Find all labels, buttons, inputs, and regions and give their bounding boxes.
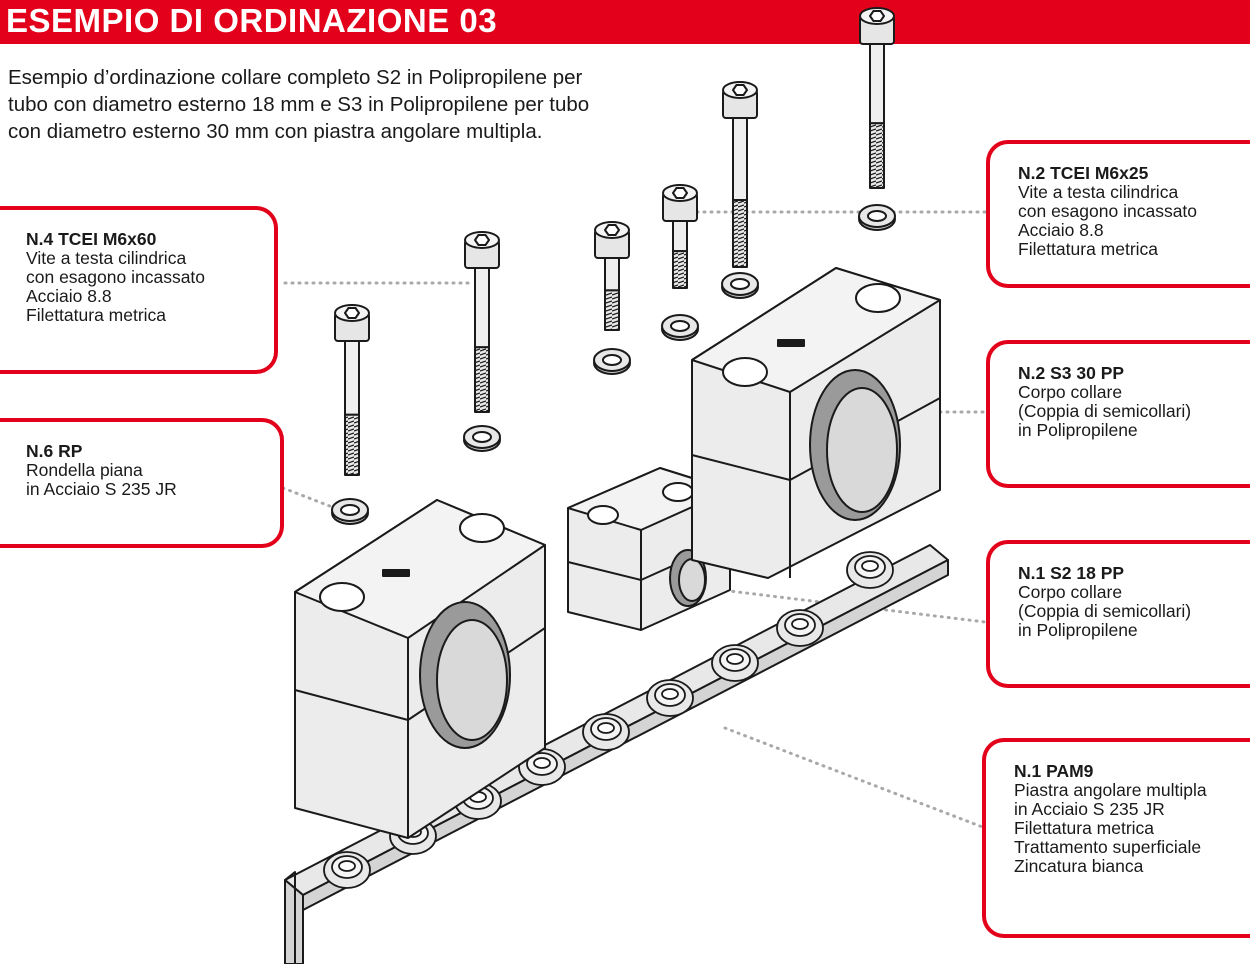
bolt	[334, 304, 370, 477]
callout-line: Acciaio 8.8	[1018, 220, 1104, 240]
callout-pam9: N.1 PAM9 Piastra angolare multipla in Ac…	[982, 738, 1250, 938]
callout-title: N.2 S3 30 PP	[1018, 363, 1125, 383]
callout-line: Zincatura bianca	[1014, 856, 1144, 876]
callout-line: con esagono incassato	[26, 267, 206, 287]
callout-line: Vite a testa cilindrica	[26, 248, 187, 268]
callout-line: in Acciaio S 235 JR	[26, 479, 177, 499]
callout-s2-18-pp: N.1 S2 18 PP Corpo collare (Coppia di se…	[986, 540, 1250, 688]
washer	[721, 272, 759, 299]
bolts-and-washers	[331, 7, 896, 525]
callout-line: Rondella piana	[26, 460, 143, 480]
callout-line: Filettatura metrica	[1014, 818, 1155, 838]
callout-tcei-m6x25: N.2 TCEI M6x25 Vite a testa cilindrica c…	[986, 140, 1250, 288]
plate-nut	[711, 644, 759, 682]
callout-line: Corpo collare	[1018, 382, 1123, 402]
intro-line: con diametro esterno 30 mm con piastra a…	[8, 120, 543, 143]
intro-line: tubo con diametro esterno 18 mm e S3 in …	[8, 93, 590, 116]
header-bar: ESEMPIO DI ORDINAZIONE 03	[0, 0, 1250, 44]
callout-line: in Polipropilene	[1018, 420, 1138, 440]
callout-title: N.6 RP	[26, 441, 83, 461]
callout-line: con esagono incassato	[1018, 201, 1198, 221]
bolt	[722, 81, 758, 268]
leader-pam9	[723, 726, 987, 830]
callout-line: Corpo collare	[1018, 582, 1123, 602]
callout-title: N.2 TCEI M6x25	[1018, 163, 1149, 183]
washer	[331, 498, 369, 525]
callout-title: N.1 PAM9	[1014, 761, 1094, 781]
bolt	[859, 7, 895, 189]
callout-line: Trattamento superficiale	[1014, 837, 1202, 857]
bolt	[464, 231, 500, 414]
callout-title: N.4 TCEI M6x60	[26, 229, 157, 249]
plate-nut	[323, 851, 371, 889]
intro-line: Esempio d’ordinazione collare completo S…	[8, 66, 583, 89]
callout-line: Piastra angolare multipla	[1014, 780, 1207, 800]
callout-line: (Coppia di semicollari)	[1018, 401, 1192, 421]
washer	[661, 314, 699, 341]
callout-s3-30-pp: N.2 S3 30 PP Corpo collare (Coppia di se…	[986, 340, 1250, 488]
callout-title: N.1 S2 18 PP	[1018, 563, 1125, 583]
callout-line: Vite a testa cilindrica	[1018, 182, 1179, 202]
callout-line: Filettatura metrica	[26, 305, 167, 325]
callout-line: (Coppia di semicollari)	[1018, 601, 1192, 621]
callout-line: Filettatura metrica	[1018, 239, 1159, 259]
washer	[463, 425, 501, 452]
intro-text: Esempio d’ordinazione collare completo S…	[8, 64, 668, 145]
clamp-s2	[567, 467, 731, 631]
callout-tcei-m6x60: N.4 TCEI M6x60 Vite a testa cilindrica c…	[0, 206, 278, 374]
callout-line: in Acciaio S 235 JR	[1014, 799, 1165, 819]
clamp-s3-left	[294, 499, 546, 839]
bolt	[662, 184, 698, 289]
plate-nut	[582, 713, 630, 751]
callout-rp: N.6 RP Rondella piana in Acciaio S 235 J…	[0, 418, 284, 548]
plate-nut	[776, 609, 824, 647]
washer	[858, 204, 896, 231]
page-title: ESEMPIO DI ORDINAZIONE 03	[6, 2, 498, 39]
plate-nut	[846, 551, 894, 589]
washer	[593, 348, 631, 375]
leader-rp	[281, 486, 342, 512]
callout-line: Acciaio 8.8	[26, 286, 112, 306]
bolt	[594, 221, 630, 331]
callout-line: in Polipropilene	[1018, 620, 1138, 640]
clamp-s3-right	[691, 267, 941, 579]
plate-nut	[646, 679, 694, 717]
